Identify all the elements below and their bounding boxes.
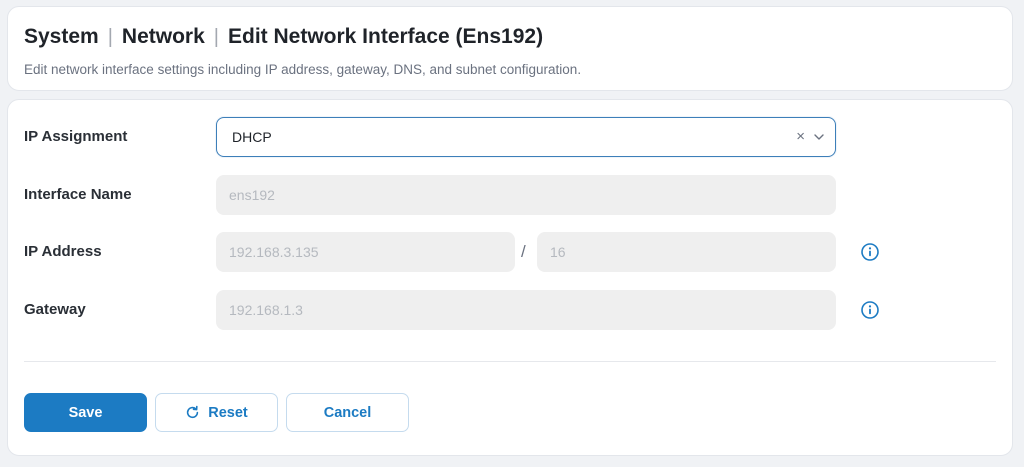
form-divider (24, 361, 996, 362)
interface-name-label: Interface Name (24, 186, 132, 203)
ip-assignment-select[interactable]: DHCP × (216, 117, 836, 157)
cancel-button-label: Cancel (323, 404, 372, 421)
reset-button-label: Reset (208, 404, 248, 421)
ip-address-row: IP Address 192.168.3.135 / 16 (8, 232, 1012, 272)
ip-prefix-separator: / (521, 242, 526, 261)
interface-name-field[interactable]: ens192 (216, 175, 836, 215)
page-header: System | Network | Edit Network Interfac… (7, 6, 1013, 91)
interface-name-row: Interface Name ens192 (8, 175, 1012, 215)
cancel-button[interactable]: Cancel (286, 393, 409, 432)
reset-button[interactable]: Reset (155, 393, 278, 432)
breadcrumb-separator: | (213, 25, 219, 48)
edit-interface-form: IP Assignment DHCP × Interface Name ens1… (7, 99, 1013, 456)
breadcrumb-item-network[interactable]: Network (121, 25, 205, 48)
ip-address-field[interactable]: 192.168.3.135 (216, 232, 515, 272)
gateway-row: Gateway 192.168.1.3 (8, 290, 1012, 330)
gateway-field[interactable]: 192.168.1.3 (216, 290, 836, 330)
ip-assignment-row: IP Assignment DHCP × (8, 117, 1012, 157)
ip-address-label: IP Address (24, 243, 102, 260)
page-title: Edit Network Interface (Ens192) (227, 25, 544, 48)
refresh-icon (187, 405, 199, 419)
info-circle-icon[interactable] (860, 242, 880, 262)
ip-assignment-value: DHCP (232, 129, 272, 145)
breadcrumb: System | Network | Edit Network Interfac… (24, 24, 996, 50)
subnet-prefix-field[interactable]: 16 (537, 232, 836, 272)
gateway-label: Gateway (24, 301, 86, 318)
breadcrumb-separator: | (107, 25, 113, 48)
page-subtitle: Edit network interface settings includin… (24, 62, 582, 77)
ip-assignment-label: IP Assignment (24, 128, 128, 145)
save-button-label: Save (68, 404, 103, 421)
breadcrumb-item-system[interactable]: System (24, 25, 99, 48)
save-button[interactable]: Save (24, 393, 147, 432)
close-icon[interactable]: × (796, 128, 805, 145)
chevron-down-icon[interactable] (813, 131, 825, 143)
info-circle-icon[interactable] (860, 300, 880, 320)
